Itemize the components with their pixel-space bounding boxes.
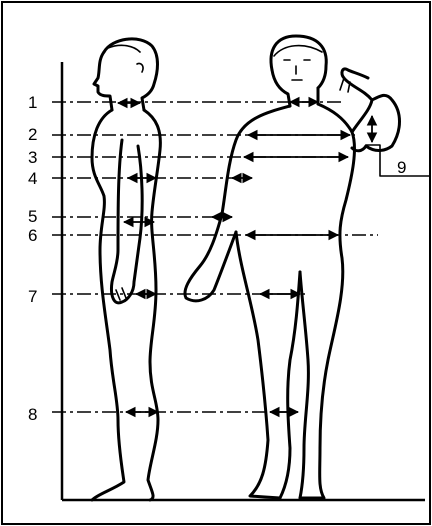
side-view-figure (92, 39, 160, 500)
label-6: 6 (28, 226, 37, 245)
label-9: 9 (397, 158, 406, 177)
label-3: 3 (28, 148, 37, 167)
label-5: 5 (28, 207, 37, 226)
front-view-figure (185, 36, 400, 498)
label-4: 4 (28, 169, 37, 188)
measurement-labels: 1 2 3 4 5 6 7 8 9 (28, 93, 406, 424)
label-7: 7 (28, 287, 37, 306)
label-1: 1 (28, 93, 37, 112)
label-8: 8 (28, 405, 37, 424)
label-2: 2 (28, 125, 37, 144)
